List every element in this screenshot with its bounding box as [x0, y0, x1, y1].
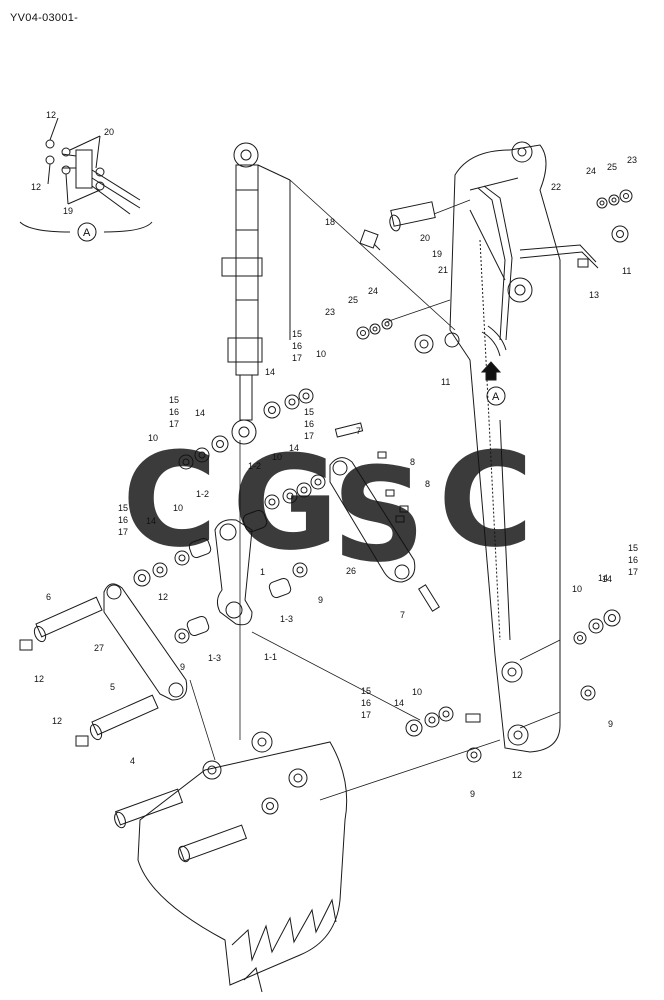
part-label: 7: [400, 610, 405, 620]
part-label: 1-2: [248, 461, 261, 471]
part-label: 25: [348, 295, 358, 305]
drawing-code: YV04-03001-: [10, 12, 79, 24]
part-label: 17: [169, 419, 179, 429]
part-label: 23: [325, 307, 335, 317]
part-label: 13: [589, 290, 599, 300]
part-label: 15: [169, 395, 179, 405]
part-label: 9: [318, 595, 323, 605]
part-label: 14: [602, 574, 612, 584]
part-label: 14: [265, 367, 275, 377]
part-label: 19: [432, 249, 442, 259]
part-label: 10: [148, 433, 158, 443]
part-label: 8: [425, 479, 430, 489]
part-label: 10: [412, 687, 422, 697]
arm-cylinder: [221, 142, 291, 445]
guide-lines: [189, 179, 561, 801]
part-label: 16: [304, 419, 314, 429]
part-label: 11: [441, 377, 450, 387]
bucket: [137, 731, 348, 993]
link-1: [186, 509, 292, 637]
pin-5: [75, 694, 159, 747]
detail-a-circle: [77, 222, 97, 242]
part-label: 6: [46, 592, 51, 602]
part-label: 19: [63, 206, 73, 216]
part-label: 12: [31, 182, 41, 192]
part-label: 18: [325, 217, 335, 227]
watermark-letter-4: C: [438, 424, 533, 576]
part-label: 17: [292, 353, 302, 363]
view-a-arrow: [480, 361, 506, 406]
part-label: 17: [118, 527, 128, 537]
part-label: 5: [110, 682, 115, 692]
part-label: 16: [118, 515, 128, 525]
part-label: 12: [158, 592, 168, 602]
arm-body: [444, 141, 599, 753]
link-26: [329, 422, 440, 612]
watermark-letter-1: C: [122, 424, 217, 576]
part-label: 15: [304, 407, 314, 417]
part-label: 24: [586, 166, 596, 176]
pin-6: [19, 596, 103, 651]
part-label: 1: [260, 567, 265, 577]
part-label: 1-1: [264, 652, 277, 662]
part-label: 9: [180, 662, 185, 672]
part-label: 15: [361, 686, 371, 696]
part-label: 16: [292, 341, 302, 351]
watermark-letter-3: S: [332, 439, 426, 591]
link-27: [103, 583, 188, 701]
part-label: 26: [346, 566, 356, 576]
part-label: 9: [470, 789, 475, 799]
part-label: 25: [607, 162, 617, 172]
part-label: 7: [356, 426, 361, 436]
part-label: 16: [361, 698, 371, 708]
detail-a-inset: [19, 117, 153, 242]
part-label: 12: [512, 770, 522, 780]
part-label: 16: [628, 555, 638, 565]
part-label: 4: [130, 756, 135, 766]
detail-a-label: A: [83, 227, 91, 239]
part-label: 24: [368, 286, 378, 296]
part-label: 12: [34, 674, 44, 684]
part-label: 23: [627, 155, 637, 165]
part-label: 9: [608, 719, 613, 729]
part-label: 14: [394, 698, 404, 708]
part-label: 10: [572, 584, 582, 594]
part-label: 10: [173, 503, 183, 513]
part-label: 14: [146, 516, 156, 526]
part-label: 1-2: [196, 489, 209, 499]
washers-center: [133, 388, 621, 763]
watermark: C G S C: [122, 424, 533, 591]
watermark-letter-2: G: [232, 427, 339, 579]
top-pin: [359, 201, 436, 251]
part-label: 27: [94, 643, 104, 653]
part-label: 12: [52, 716, 62, 726]
part-label: 22: [551, 182, 561, 192]
part-number-labels: 12 20 12 19 18 20 19 21 22 24 25 23 11 1…: [31, 110, 638, 799]
part-label: 20: [420, 233, 430, 243]
part-label: 16: [169, 407, 179, 417]
part-label: 20: [104, 127, 114, 137]
part-label: 10: [316, 349, 326, 359]
part-label: 15: [628, 543, 638, 553]
part-label: 14: [195, 408, 205, 418]
part-label: 14: [289, 443, 299, 453]
part-label: 21: [438, 265, 448, 275]
part-label: 11: [622, 266, 631, 276]
part-label: 17: [361, 710, 371, 720]
part-label: 1-3: [208, 653, 221, 663]
part-label: 15: [118, 503, 128, 513]
part-label: 14: [598, 573, 608, 583]
part-label: 17: [628, 567, 638, 577]
pins-4: [114, 788, 248, 863]
part-label: 8: [410, 457, 415, 467]
arrow-a-label: A: [492, 391, 500, 403]
part-label: 12: [46, 110, 56, 120]
part-label: 1-3: [280, 614, 293, 624]
part-label: 15: [292, 329, 302, 339]
washers-upper: [356, 189, 633, 354]
part-label: 17: [304, 431, 314, 441]
part-label: 10: [272, 452, 282, 462]
